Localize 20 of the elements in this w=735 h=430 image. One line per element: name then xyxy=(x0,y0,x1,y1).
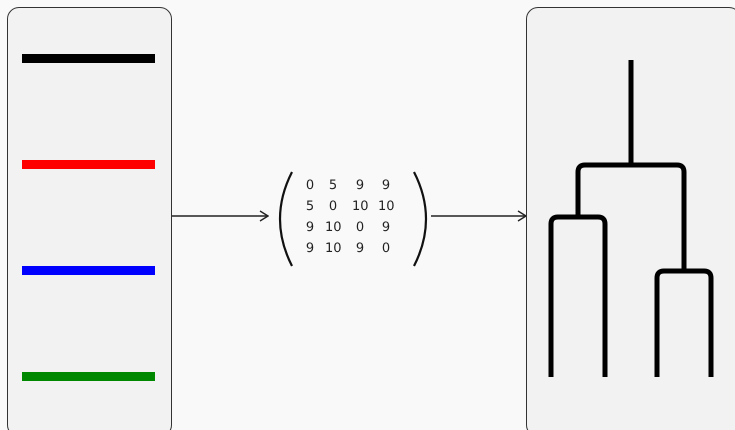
matrix-entry: 9 xyxy=(304,241,316,257)
matrix-entry: 10 xyxy=(378,199,394,215)
matrix-entry: 9 xyxy=(354,178,366,194)
matrix-entry: 10 xyxy=(352,199,368,215)
matrix-entry: 9 xyxy=(304,220,316,236)
matrix-entry: 0 xyxy=(354,220,366,236)
dendrogram-panel xyxy=(526,7,735,430)
matrix-entry: 9 xyxy=(380,220,392,236)
matrix-entry: 9 xyxy=(380,178,392,194)
matrix-entry: 10 xyxy=(325,220,341,236)
matrix-entry: 0 xyxy=(304,178,316,194)
matrix-entry: 5 xyxy=(304,199,316,215)
matrix-entry: 0 xyxy=(380,241,392,257)
gel-lane-panel xyxy=(7,7,172,430)
matrix-entry: 5 xyxy=(328,178,338,194)
matrix-entry: 10 xyxy=(325,241,341,257)
matrix-entry: 0 xyxy=(328,199,338,215)
matrix-entry: 9 xyxy=(354,241,366,257)
arrow xyxy=(431,210,527,222)
arrow xyxy=(172,210,269,222)
